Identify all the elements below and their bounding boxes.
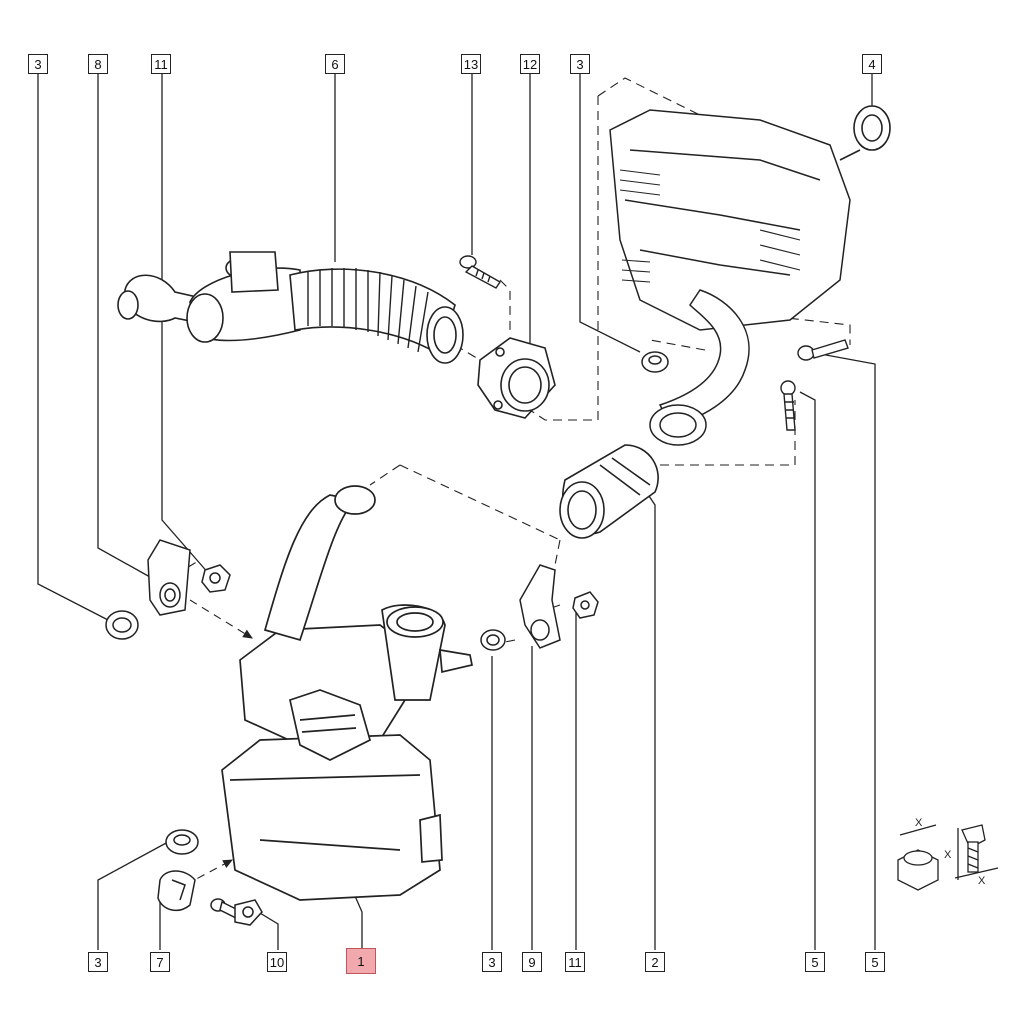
- callout-6[interactable]: 6: [325, 54, 345, 74]
- callout-1-highlighted[interactable]: 1: [346, 948, 376, 974]
- legend-x-label-a: X: [915, 817, 923, 829]
- callout-9[interactable]: 9: [522, 952, 542, 972]
- leader-lines: [37, 74, 876, 950]
- washer-upper: [641, 351, 669, 373]
- callout-8[interactable]: 8: [88, 54, 108, 74]
- callout-3-top-mid[interactable]: 3: [570, 54, 590, 74]
- callout-13[interactable]: 13: [461, 54, 481, 74]
- callout-5-b[interactable]: 5: [865, 952, 885, 972]
- bolts-part-5: [780, 339, 849, 431]
- callout-7[interactable]: 7: [150, 952, 170, 972]
- callout-12[interactable]: 12: [520, 54, 540, 74]
- air-filter-housing-part-1: [221, 485, 473, 901]
- legend-x-label-c: X: [978, 875, 986, 887]
- grommet-part-4: [839, 105, 891, 161]
- bracket-part-9: [480, 564, 599, 651]
- callout-4[interactable]: 4: [862, 54, 882, 74]
- callout-3-bottom-mid[interactable]: 3: [482, 952, 502, 972]
- engine-housing: [609, 109, 851, 446]
- dimension-legend: [897, 824, 999, 891]
- callout-2[interactable]: 2: [645, 952, 665, 972]
- callout-11-bottom[interactable]: 11: [565, 952, 585, 972]
- callout-5-a[interactable]: 5: [805, 952, 825, 972]
- callout-3-top-left[interactable]: 3: [28, 54, 48, 74]
- screw-part-13: [459, 255, 501, 289]
- sleeve-part-2: [559, 444, 659, 539]
- arrow-guides: [184, 599, 253, 886]
- callout-3-bottom-left[interactable]: 3: [88, 952, 108, 972]
- callout-10[interactable]: 10: [267, 952, 287, 972]
- intake-hose-part-6: [117, 251, 464, 364]
- lower-fasteners: [157, 829, 263, 926]
- callout-11-top[interactable]: 11: [151, 54, 171, 74]
- legend-x-label-b: X: [944, 849, 952, 861]
- flange-part-12: [477, 337, 556, 419]
- bracket-part-8: [105, 539, 231, 640]
